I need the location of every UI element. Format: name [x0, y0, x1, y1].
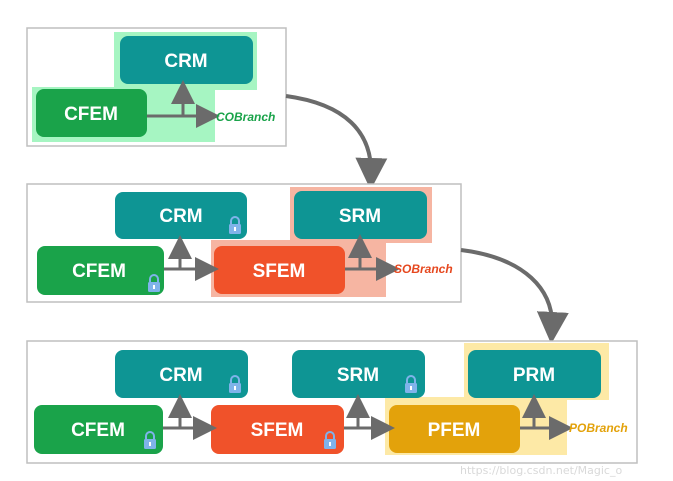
stage2-arrows	[164, 234, 400, 281]
stage3-pfem-label: PFEM	[428, 420, 481, 441]
curved-arrow-2	[460, 248, 569, 344]
stage3-srm-label: SRM	[337, 365, 379, 386]
stage3-sfem-box: SFEM	[211, 405, 344, 454]
stage3-prm-label: PRM	[513, 365, 555, 386]
watermark-text: https://blog.csdn.net/Magic_o	[460, 464, 622, 477]
stage1-arrows	[147, 80, 220, 128]
stage1-branch-label: COBranch	[216, 110, 275, 124]
stage3-sfem-label: SFEM	[251, 420, 304, 441]
curved-arrow-1	[285, 94, 388, 190]
stage3-pfem-box: PFEM	[389, 405, 520, 453]
stage2-crm-box: CRM	[115, 192, 247, 239]
stage3-crm-label: CRM	[159, 365, 202, 386]
stage3-prm-box: PRM	[468, 350, 601, 398]
stage3-srm-box: SRM	[292, 350, 425, 398]
stage1-cfem-box: CFEM	[36, 89, 147, 137]
stage1-crm-label: CRM	[164, 51, 207, 72]
stage2-branch-label: SOBranch	[394, 262, 453, 276]
stage3-cfem-box: CFEM	[34, 405, 163, 454]
stage3-crm-box: CRM	[115, 350, 248, 398]
stage1-crm-box: CRM	[120, 36, 253, 84]
stage3-cfem-label: CFEM	[71, 420, 125, 441]
stage2-sfem-label: SFEM	[253, 261, 306, 282]
stage2-cfem-box: CFEM	[37, 246, 164, 295]
stage2-srm-box: SRM	[294, 191, 427, 239]
stage2-sfem-box: SFEM	[214, 246, 345, 294]
stage3-arrows	[163, 394, 573, 440]
stage2-srm-label: SRM	[339, 206, 381, 227]
stage1-cfem-label: CFEM	[64, 104, 118, 125]
stage2-cfem-label: CFEM	[72, 261, 126, 282]
stage2-crm-label: CRM	[159, 206, 202, 227]
stage3-branch-label: POBranch	[569, 421, 628, 435]
